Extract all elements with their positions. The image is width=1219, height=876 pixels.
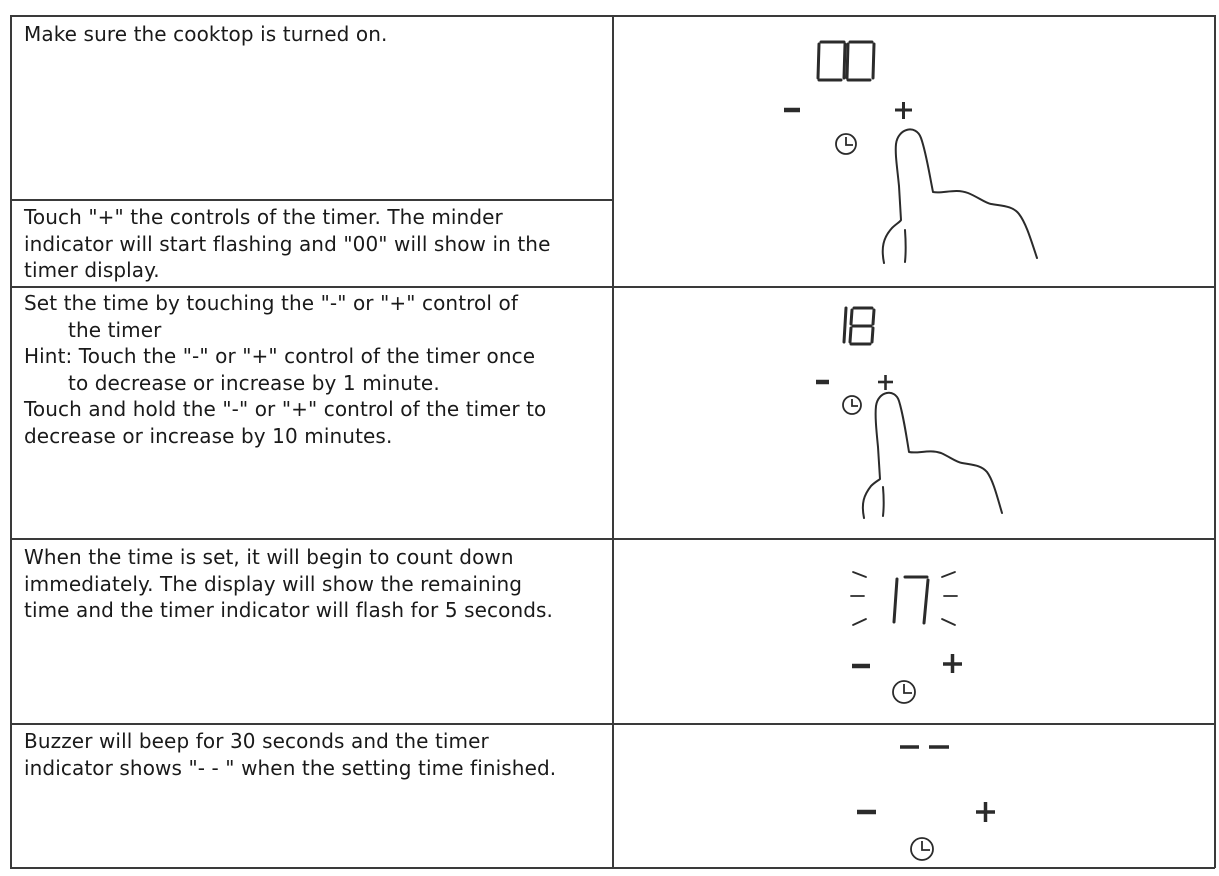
row-divider — [10, 199, 613, 201]
row-divider — [10, 723, 1215, 725]
step-3-line: the timer — [68, 317, 162, 342]
step-3-line: Hint: Touch the "-" or "+" control of th… — [24, 344, 536, 368]
column-divider — [612, 15, 614, 868]
row-divider — [10, 286, 1215, 288]
plus-control — [943, 654, 962, 673]
timer-display-17 — [892, 575, 930, 625]
timer-illustration-18 — [816, 306, 1003, 519]
timer-display-00 — [816, 40, 876, 82]
clock-icon — [835, 133, 857, 155]
timer-illustration-17 — [850, 571, 962, 704]
finger-icon — [861, 391, 1003, 519]
step-5-text: Buzzer will beep for 30 seconds and the … — [24, 729, 557, 780]
step-2-text: Touch "+" the controls of the timer. The… — [24, 205, 551, 282]
step-3-text: Set the time by touching the "-" or "+" … — [24, 290, 546, 449]
step-3-line: Set the time by touching the "-" or "+" … — [24, 291, 518, 315]
clock-icon — [892, 680, 916, 704]
timer-illustration-00 — [784, 40, 1038, 264]
step-4-text: When the time is set, it will begin to c… — [24, 545, 554, 622]
step-3-line: decrease or increase by 10 minutes. — [24, 423, 393, 448]
plus-control — [976, 802, 995, 822]
row-divider — [10, 538, 1215, 540]
timer-illustration-dashes — [857, 745, 995, 861]
clock-icon — [842, 395, 862, 415]
table-border-left — [10, 15, 12, 868]
plus-control — [895, 102, 912, 119]
timer-display-18 — [842, 306, 876, 346]
clock-icon — [910, 837, 934, 861]
finger-icon — [881, 128, 1038, 264]
flash-indicator-icon — [850, 571, 958, 626]
plus-control — [878, 375, 893, 390]
step-1-text: Make sure the cooktop is turned on. — [24, 22, 388, 46]
step-3-line: to decrease or increase by 1 minute. — [68, 370, 440, 395]
table-border-right — [1214, 15, 1216, 868]
step-3-line: Touch and hold the "-" or "+" control of… — [24, 397, 547, 421]
